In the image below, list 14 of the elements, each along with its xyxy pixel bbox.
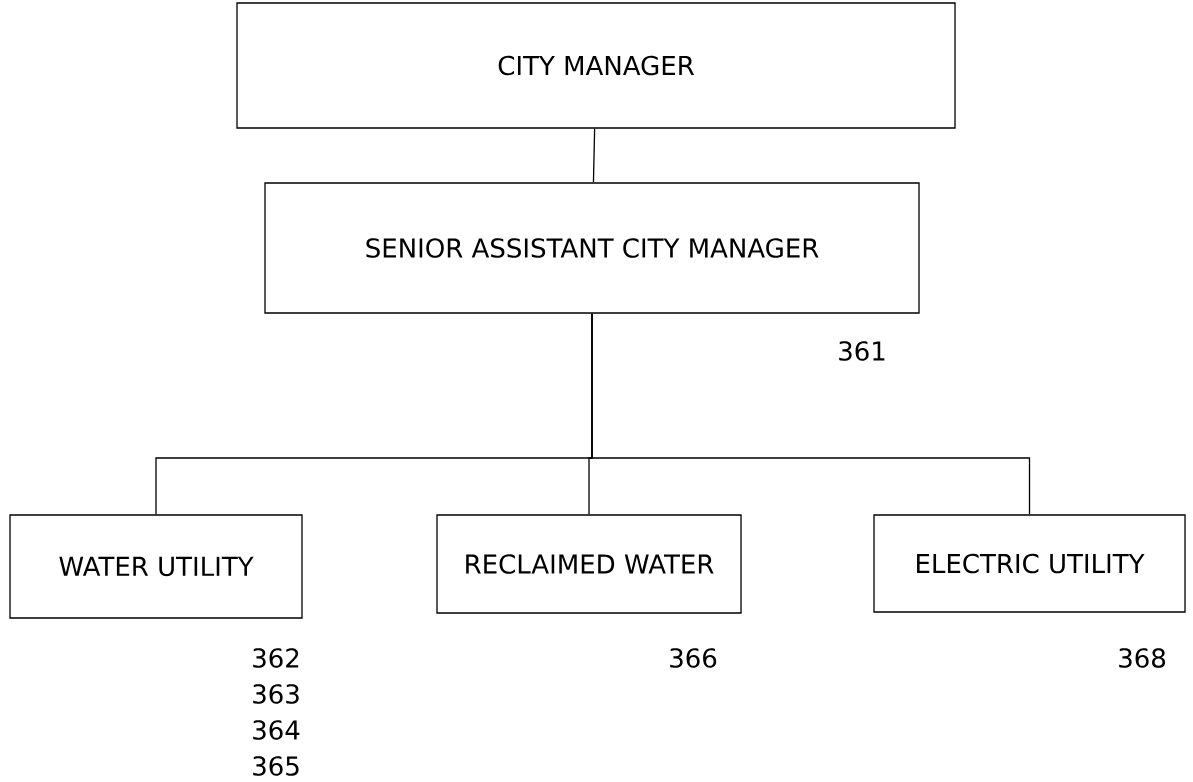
reference-number: 361 xyxy=(839,341,885,361)
reference-number: 366 xyxy=(670,648,717,668)
reference-number: 363 xyxy=(253,684,299,704)
connector-line xyxy=(592,128,596,183)
org-box: CITY MANAGER xyxy=(236,2,956,129)
reference-number: 364 xyxy=(253,720,300,740)
connector-line xyxy=(591,313,1031,515)
reference-number: 362 xyxy=(253,648,299,668)
reference-number: 368 xyxy=(1119,648,1166,668)
org-box: SENIOR ASSISTANT CITY MANAGER xyxy=(264,182,920,314)
reference-number: 365 xyxy=(253,756,299,776)
org-box: RECLAIMED WATER xyxy=(436,514,742,614)
org-box: WATER UTILITY xyxy=(9,514,303,619)
org-box: ELECTRIC UTILITY xyxy=(873,514,1186,613)
